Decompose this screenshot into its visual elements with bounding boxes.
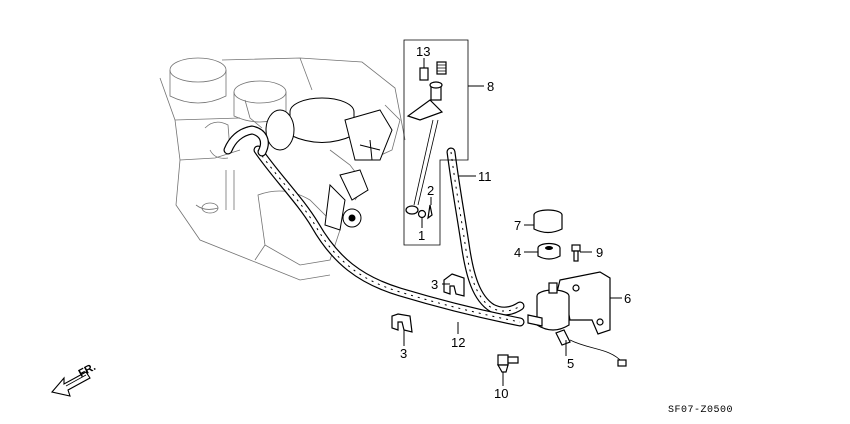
leader-lines <box>403 58 622 386</box>
callout-12: 12 <box>451 335 465 350</box>
grommet-4 <box>537 242 561 260</box>
callout-3-lower: 3 <box>400 346 407 361</box>
callout-1: 1 <box>418 228 425 243</box>
direction-label: FR. <box>77 361 98 380</box>
callout-2: 2 <box>427 183 434 198</box>
diagram-code: SF07-Z0500 <box>668 405 733 416</box>
callout-6: 6 <box>624 291 631 306</box>
callout-13: 13 <box>416 44 430 59</box>
front-direction-arrow: FR. <box>50 361 98 397</box>
callout-9: 9 <box>596 245 603 260</box>
callout-10: 10 <box>494 386 508 401</box>
hose-11 <box>446 147 525 316</box>
callout-5: 5 <box>567 356 574 371</box>
cap-7 <box>533 209 563 234</box>
callout-labels: 13 8 11 2 1 7 4 9 3 6 12 3 5 10 <box>400 44 631 401</box>
fitting-10 <box>496 354 519 373</box>
callout-11: 11 <box>478 169 492 184</box>
engine-hose <box>223 125 269 157</box>
clip-3-upper <box>443 273 465 297</box>
callout-3-upper: 3 <box>431 277 438 292</box>
hose-12 <box>253 145 525 327</box>
engine-illustration <box>159 57 406 281</box>
callout-7: 7 <box>514 218 521 233</box>
callout-4: 4 <box>514 245 521 260</box>
bolt-9 <box>571 244 581 262</box>
callout-8: 8 <box>487 79 494 94</box>
carburetor-assembly <box>265 97 393 231</box>
clip-3-lower <box>391 313 413 333</box>
